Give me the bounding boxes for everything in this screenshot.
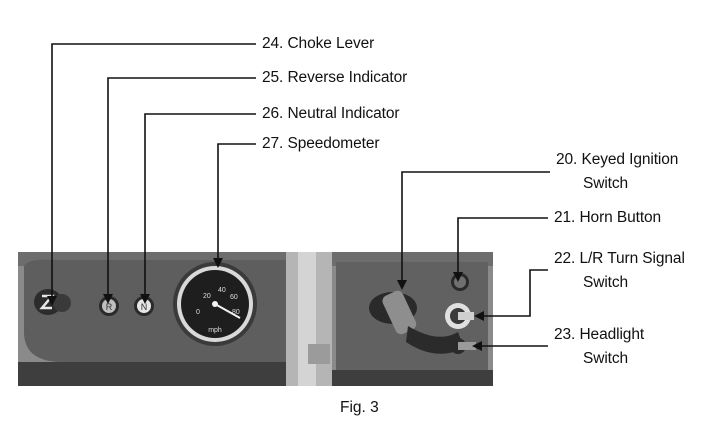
callout-reverse-indicator: 25. Reverse Indicator — [262, 69, 408, 86]
leader-turn-signal — [480, 269, 548, 317]
leader-horn — [457, 217, 548, 276]
reverse-indicator-letter: R — [106, 302, 113, 312]
callout-turn-signal-line1: 22. L/R Turn Signal — [554, 250, 685, 267]
keyed-ignition-switch — [369, 290, 464, 354]
speedo-tick-0: 0 — [196, 309, 200, 316]
headlight-switch — [450, 338, 476, 354]
callout-keyed-ignition-line2: Switch — [583, 175, 629, 192]
leader-choke — [51, 43, 256, 300]
turn-signal-switch — [445, 303, 474, 329]
callout-keyed-ignition-line1: 20. Keyed Ignition — [556, 151, 679, 168]
callout-headlight-line2: Switch — [583, 350, 629, 367]
neutral-indicator-light: N — [134, 296, 154, 316]
callout-turn-signal-line2: Switch — [583, 274, 629, 291]
arrow-reverse — [103, 294, 113, 304]
speedo-tick-20: 20 — [203, 293, 211, 300]
arrow-neutral — [140, 294, 150, 304]
speedo-tick-80: 80 — [232, 309, 240, 316]
leader-speedometer — [217, 143, 256, 262]
arrow-speedometer — [213, 258, 223, 268]
leader-ignition — [401, 171, 550, 284]
callout-horn-button: 21. Horn Button — [554, 209, 662, 226]
callout-neutral-indicator: 26. Neutral Indicator — [262, 105, 400, 122]
speedo-unit: mph — [208, 327, 222, 334]
leader-reverse — [107, 77, 256, 298]
reverse-indicator-light: R — [99, 296, 119, 316]
arrow-ignition — [397, 280, 407, 290]
arrow-turn-signal — [474, 311, 484, 321]
callout-headlight-line1: 23. Headlight — [554, 326, 645, 343]
arrow-headlight — [472, 341, 482, 351]
choke-lever-knob — [34, 289, 71, 315]
speedo-tick-60: 60 — [230, 294, 238, 301]
callout-speedometer: 27. Speedometer — [262, 135, 380, 152]
speedometer-gauge: 0 20 40 60 80 mph — [173, 262, 257, 346]
dashboard-photo: R N 0 20 40 60 80 mph — [18, 252, 493, 386]
neutral-indicator-letter: N — [141, 302, 148, 312]
callout-choke-lever: 24. Choke Lever — [262, 35, 375, 52]
arrow-choke — [47, 296, 57, 306]
speedo-tick-40: 40 — [218, 287, 226, 294]
leader-neutral — [144, 113, 256, 298]
figure-caption: Fig. 3 — [340, 399, 379, 416]
arrow-horn — [453, 272, 463, 282]
